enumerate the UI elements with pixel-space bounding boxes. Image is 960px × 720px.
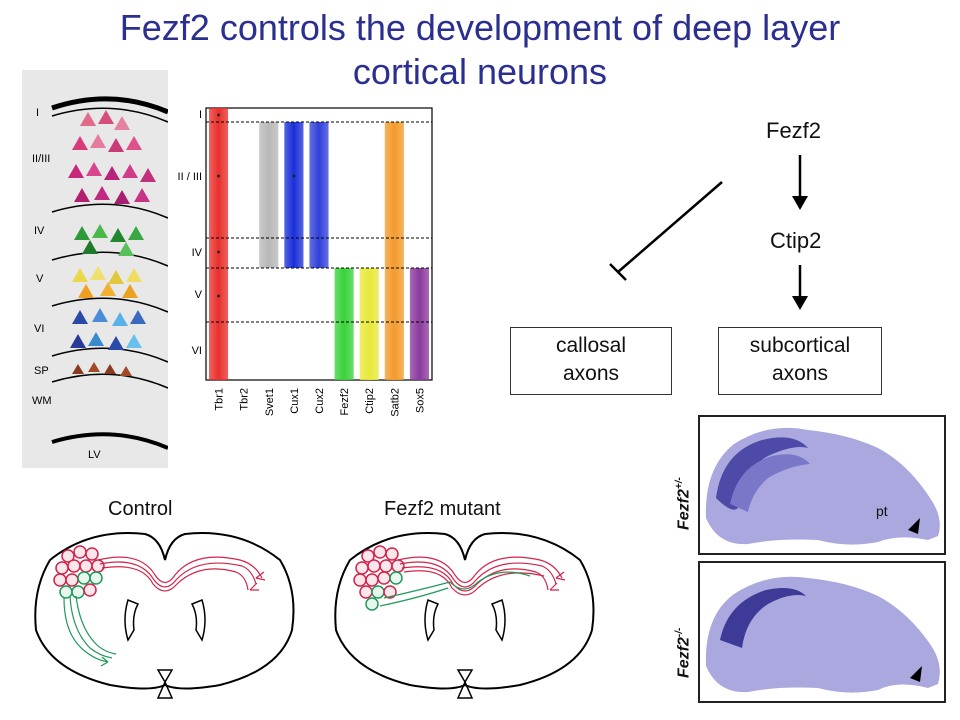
het-deep-cortex xyxy=(730,454,810,512)
mutant-left-ventricle xyxy=(424,598,440,642)
gene-expression-chart: Tbr1 Tbr2 Svet1 Cux1 Cux2 Fezf2 Ctip2 Satb2 Sox5… xyxy=(178,107,433,417)
expression-dot-1 xyxy=(217,113,220,117)
ventricle-surface xyxy=(51,432,168,450)
genotype-label-ko: Fezf2-/- xyxy=(674,628,693,678)
arrow-head-2 xyxy=(792,296,808,310)
expression-dot-3 xyxy=(217,250,220,254)
control-label: Control xyxy=(108,498,173,520)
layer-boundary-3 xyxy=(51,251,168,267)
chart-layer-label-5: VI xyxy=(192,345,202,357)
genotype-ko-name: Fezf2 xyxy=(675,637,693,678)
subcortical-line-1: subcortical xyxy=(749,334,851,357)
gene-label-cux2: Cux2 xyxy=(314,388,326,414)
sagittal-sections: pt xyxy=(698,415,946,703)
expression-bar-cux1 xyxy=(284,122,304,268)
brain-image-panel: Fezf2+/- Fezf2-/- pt xyxy=(672,408,954,708)
mutant-callosal-axons xyxy=(397,556,566,596)
gene-label-fezf2: Fezf2 xyxy=(339,388,351,416)
ko-arrowhead-icon xyxy=(910,666,922,682)
pial-surface xyxy=(51,96,168,115)
layer-label-sp: SP xyxy=(34,365,49,377)
layer-label-i: I xyxy=(36,107,39,119)
expression-bar-fezf2 xyxy=(334,268,354,380)
callosal-line-1: callosal xyxy=(555,334,627,357)
mutant-misrouted-axons xyxy=(379,571,531,607)
genotype-het-name: Fezf2 xyxy=(675,489,693,530)
expression-bar-svet1 xyxy=(259,122,279,268)
layer-label-v: V xyxy=(36,273,44,285)
inhibition-bar xyxy=(609,263,627,281)
expression-bar-cux2 xyxy=(309,122,329,268)
pt-label: pt xyxy=(876,503,888,519)
control-subcortical-axons xyxy=(63,595,117,667)
layer-label-vi: VI xyxy=(34,323,44,335)
callosal-axons-box: callosal axons xyxy=(510,327,672,395)
cortical-layer-diagram: I II/III IV V VI SP WM LV xyxy=(22,70,168,468)
expression-bar-satb2 xyxy=(384,122,404,380)
gene-label-tbr2: Tbr2 xyxy=(239,388,251,411)
chart-layer-label-2: II / III xyxy=(178,171,202,183)
mutant-neuron-cluster xyxy=(353,545,405,611)
expression-bar-ctip2 xyxy=(359,268,379,380)
layer-6-neurons xyxy=(70,308,146,350)
layer-boundary-6 xyxy=(51,373,168,389)
title-line-2: cortical neurons xyxy=(352,51,608,92)
ctip2-node: Ctip2 xyxy=(770,228,822,253)
chart-layer-label-3: IV xyxy=(192,247,203,259)
expression-dot-2 xyxy=(217,174,220,178)
expression-dot-4 xyxy=(217,294,220,298)
layer-2-3-neurons xyxy=(68,110,156,204)
title-line-1: Fezf2 controls the development of deep l… xyxy=(119,7,841,48)
subplate-neurons xyxy=(72,362,132,376)
layer-label-lv: LV xyxy=(88,449,101,461)
control-callosal-axons xyxy=(97,556,266,592)
gene-label-ctip2: Ctip2 xyxy=(364,388,376,414)
subcortical-line-2: axons xyxy=(771,362,829,385)
layer-boundary-2 xyxy=(51,203,168,219)
layer-diagram-background xyxy=(22,70,168,468)
control-right-ventricle xyxy=(190,598,206,642)
mutant-third-ventricle xyxy=(456,669,474,699)
mutant-right-ventricle xyxy=(490,598,506,642)
het-arrowhead-icon xyxy=(908,518,920,534)
gene-label-tbr1: Tbr1 xyxy=(214,388,226,411)
control-neuron-cluster xyxy=(53,545,105,599)
genotype-label-het: Fezf2+/- xyxy=(674,477,693,530)
mutant-label: Fezf2 mutant xyxy=(384,498,501,520)
layer-label-ii-iii: II/III xyxy=(32,153,50,165)
mutant-coronal-section xyxy=(334,532,595,699)
expression-bar-tbr1 xyxy=(209,108,229,380)
layer-4-neurons xyxy=(74,224,144,256)
layer-label-wm: WM xyxy=(32,395,52,407)
layer-boundary-4 xyxy=(51,297,168,313)
control-third-ventricle xyxy=(156,669,174,699)
inhibition-line xyxy=(617,181,723,273)
slide-title: Fezf2 controls the development of deep l… xyxy=(0,6,960,94)
control-coronal-section xyxy=(34,532,295,699)
layer-boundary-1 xyxy=(51,107,168,123)
layer-label-iv: IV xyxy=(34,225,45,237)
pathway-arrows xyxy=(609,155,808,310)
subcortical-axons-box: subcortical axons xyxy=(718,327,882,395)
ko-cortex xyxy=(720,588,806,648)
fezf2-node: Fezf2 xyxy=(766,118,822,143)
gene-label-svet1: Svet1 xyxy=(264,388,276,416)
callosal-line-2: axons xyxy=(562,362,620,385)
layer-5-neurons xyxy=(72,266,142,298)
gene-label-sox5: Sox5 xyxy=(414,388,426,413)
expression-dot-5 xyxy=(292,174,296,178)
chart-layer-label-1: I xyxy=(199,109,202,121)
chart-layer-label-4: V xyxy=(195,289,203,301)
genotype-ko-sup: -/- xyxy=(674,627,685,638)
layer-labels: I II/III IV V VI SP WM LV xyxy=(32,107,101,461)
gene-label-satb2: Satb2 xyxy=(389,388,401,417)
gene-label-cux1: Cux1 xyxy=(289,388,301,414)
expression-bar-sox5 xyxy=(409,268,429,380)
arrow-head-1 xyxy=(792,196,808,210)
genotype-het-sup: +/- xyxy=(674,477,685,490)
control-left-ventricle xyxy=(124,598,140,642)
